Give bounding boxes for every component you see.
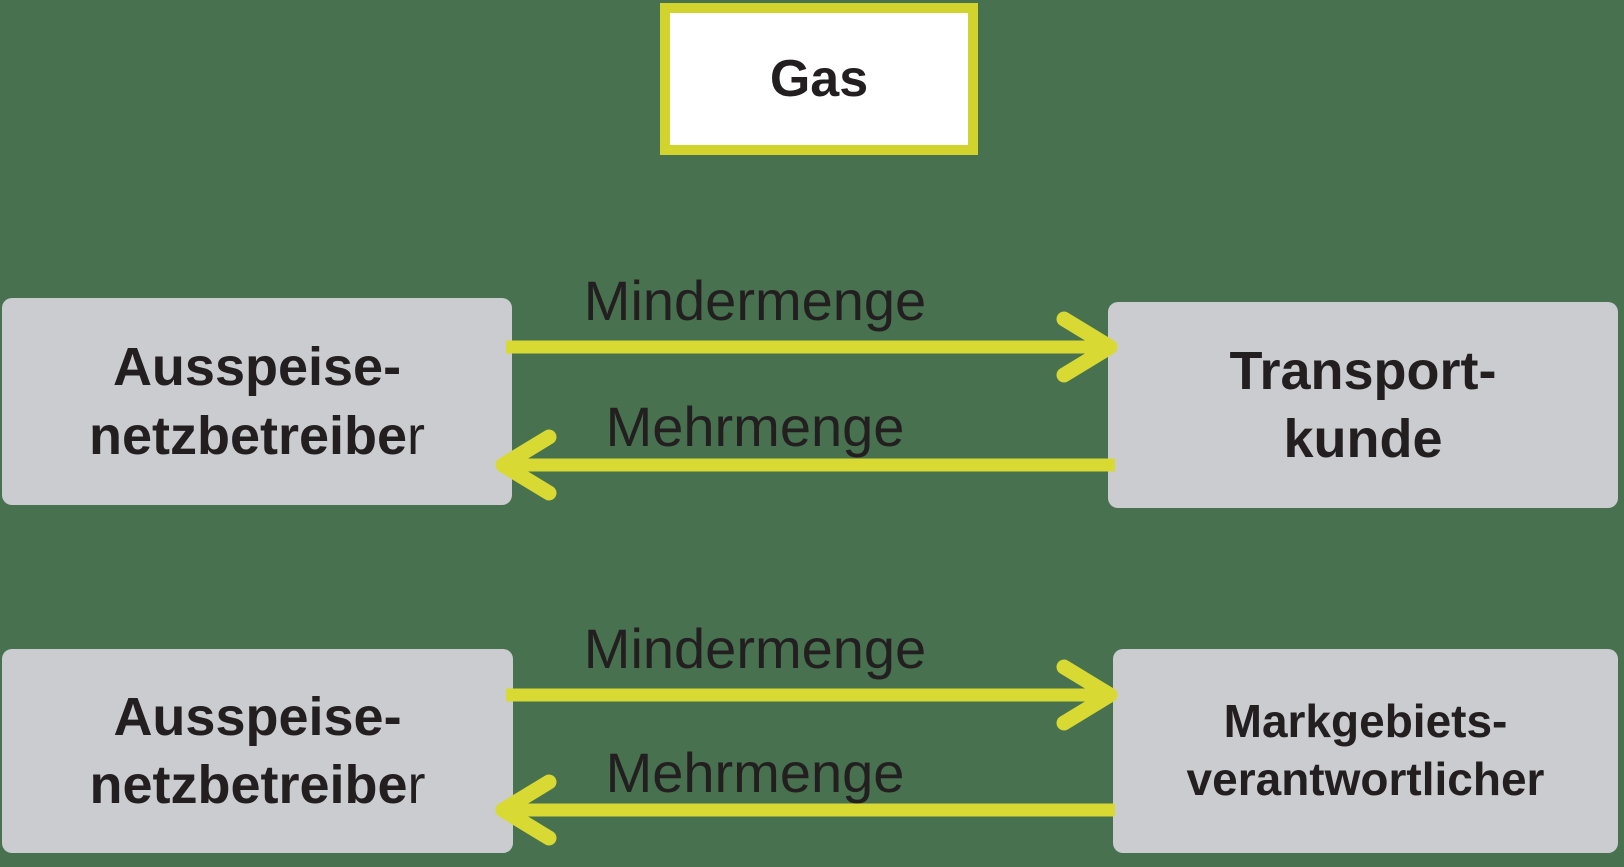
flow-label-mindermenge-1: Mindermenge bbox=[583, 269, 927, 332]
box-label-line2: netzbetreiber bbox=[89, 402, 425, 470]
gas-title-label: Gas bbox=[769, 50, 869, 108]
box-label-line2-light: r bbox=[407, 755, 426, 815]
box-label-line1: Ausspeise- bbox=[112, 337, 402, 398]
arrow-mehrmenge-left-1 bbox=[495, 429, 1115, 501]
box-label-line1: Markgebiets- bbox=[1223, 695, 1508, 748]
box-markgebietsverantwortlicher: Markgebiets- verantwortlicher bbox=[1113, 649, 1618, 853]
box-label-line2-bold: netzbetreibe bbox=[89, 755, 408, 815]
gas-title-box: Gas bbox=[660, 3, 978, 155]
box-label-line1: Ausspeise- bbox=[113, 686, 402, 747]
box-label-line2-light: r bbox=[407, 405, 426, 466]
arrow-mindermenge-right-2 bbox=[506, 659, 1118, 731]
box-label-line2: netzbetreiber bbox=[89, 751, 425, 819]
flow-label-mindermenge-2: Mindermenge bbox=[583, 617, 927, 680]
flow-label-mehrmenge-1: Mehrmenge bbox=[605, 395, 905, 458]
box-ausspeisenetzbetreiber-1: Ausspeise- netzbetreiber bbox=[2, 298, 512, 505]
box-label-line2: kunde bbox=[1283, 409, 1443, 469]
box-label-line2-bold: netzbetreibe bbox=[88, 405, 408, 466]
box-ausspeisenetzbetreiber-2: Ausspeise- netzbetreiber bbox=[2, 649, 513, 853]
box-label-line1: Transport- bbox=[1229, 340, 1497, 401]
arrow-mehrmenge-left-2 bbox=[495, 774, 1115, 846]
arrow-mindermenge-right-1 bbox=[506, 311, 1118, 383]
box-label-line2: verantwortlicher bbox=[1186, 753, 1545, 805]
box-transportkunde: Transport- kunde bbox=[1108, 302, 1618, 508]
flow-label-mehrmenge-2: Mehrmenge bbox=[605, 741, 905, 804]
